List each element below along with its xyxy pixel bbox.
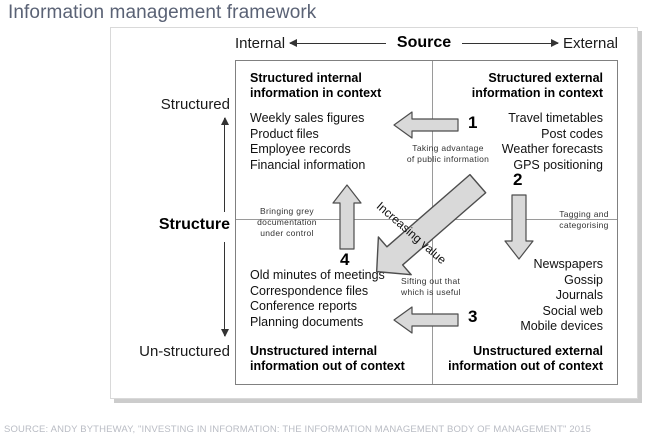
flow-caption-1: Taking advantage of public information (406, 143, 490, 164)
flow-number-1: 1 (468, 113, 478, 132)
quadrant-list-structured-external: Travel timetables Post codes Weather for… (502, 111, 603, 173)
quadrant-heading-structured-internal: Structured internal information in conte… (250, 71, 382, 100)
list-item: Product files (250, 126, 319, 141)
axis-arrow-down (220, 242, 229, 337)
source-attribution: SOURCE: ANDY BYTHEWAY, "INVESTING IN INF… (4, 424, 592, 435)
list-item: Conference reports (250, 299, 358, 313)
list-item: Correspondence files (250, 283, 369, 298)
list-item: Mobile devices (520, 319, 603, 333)
list-item: Weather forecasts (501, 142, 603, 156)
quadrant-list-unstructured-external: Newspapers Gossip Journals Social web Mo… (520, 257, 603, 335)
list-item: Weekly sales figures (250, 111, 365, 125)
list-item: Journals (555, 288, 603, 302)
flow-arrow-2-icon (501, 193, 537, 261)
axis-right-label: External (562, 34, 619, 52)
quadrant-matrix: Structured internal information in conte… (235, 60, 618, 385)
flow-number-3: 3 (468, 307, 478, 326)
quadrant-heading-structured-external: Structured external information in conte… (471, 71, 603, 100)
list-item: Old minutes of meetings (250, 268, 385, 282)
quadrant-list-structured-internal: Weekly sales figures Product files Emplo… (250, 111, 365, 173)
flow-arrow-1-icon (392, 110, 460, 140)
axis-arrow-right (462, 39, 559, 47)
axis-horizontal-label: Source (396, 34, 452, 51)
axis-top-label: Structured (160, 96, 230, 113)
flow-caption-2: Tagging and categorising (559, 209, 609, 230)
list-item: Financial information (250, 157, 366, 172)
list-item: GPS positioning (513, 157, 603, 172)
list-item: Gossip (564, 272, 603, 287)
axis-vertical-label: Structure (158, 216, 230, 233)
list-item: Employee records (250, 142, 351, 156)
list-item: Post codes (541, 126, 603, 141)
axis-left-label: Internal (235, 34, 286, 52)
structure-axis: Structured Structure Un-structured (112, 96, 234, 360)
source-axis: Internal Source External (235, 30, 618, 56)
flow-number-2: 2 (513, 170, 523, 189)
flow-caption-3: Sifting out that which is useful (401, 276, 461, 297)
list-item: Newspapers (533, 257, 603, 271)
axis-arrow-left (289, 39, 386, 47)
increasing-value-arrow-icon (358, 172, 498, 282)
axis-bottom-label: Un-structured (139, 343, 230, 360)
flow-arrow-3-icon (392, 305, 460, 335)
axis-arrow-up (220, 117, 229, 212)
list-item: Travel timetables (508, 111, 603, 125)
page-title: Information management framework (8, 2, 317, 23)
list-item: Planning documents (250, 314, 364, 329)
quadrant-list-unstructured-internal: Old minutes of meetings Correspondence f… (250, 268, 385, 330)
flow-number-4: 4 (340, 250, 350, 269)
flow-arrow-4-icon (329, 183, 365, 251)
quadrant-heading-unstructured-internal: Unstructured internal information out of… (250, 344, 405, 373)
list-item: Social web (542, 303, 603, 318)
flow-caption-4: Bringing grey documentation under contro… (257, 206, 317, 238)
quadrant-heading-unstructured-external: Unstructured external information out of… (448, 344, 603, 373)
